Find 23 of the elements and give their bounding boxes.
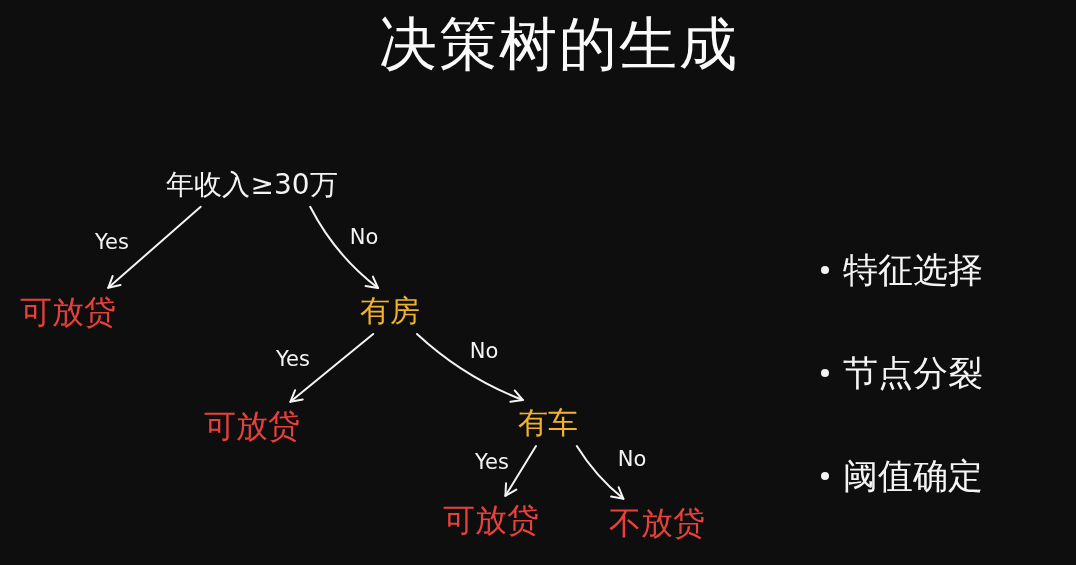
arrow <box>575 445 625 500</box>
decision-node-text: 有房 <box>360 293 420 329</box>
bullet-text: 特征选择 <box>843 249 983 291</box>
slide-title: 决策树的生成 <box>379 10 739 78</box>
edge-label: No <box>349 226 379 250</box>
decision-node-text: 有车 <box>518 405 578 441</box>
bullet-text: 阈值确定 <box>843 455 983 497</box>
bullet-text: 节点分裂 <box>843 352 983 394</box>
decision-node-text: 年收入≥30万 <box>166 168 338 202</box>
leaf-node-text: 可放贷 <box>20 292 116 332</box>
edge-label: Yes <box>95 231 129 255</box>
arrow <box>289 333 375 403</box>
leaf-node-text: 不放贷 <box>609 503 705 543</box>
leaf-node-text: 可放贷 <box>204 406 300 446</box>
edge-label: No <box>469 340 499 364</box>
edge-label: Yes <box>276 348 310 372</box>
edge-label: Yes <box>475 451 509 475</box>
edge-label: No <box>617 448 647 472</box>
arrow <box>416 333 524 403</box>
leaf-node-text: 可放贷 <box>443 500 539 540</box>
arrow <box>504 445 537 497</box>
arrow <box>107 205 202 289</box>
arrow <box>309 205 379 289</box>
